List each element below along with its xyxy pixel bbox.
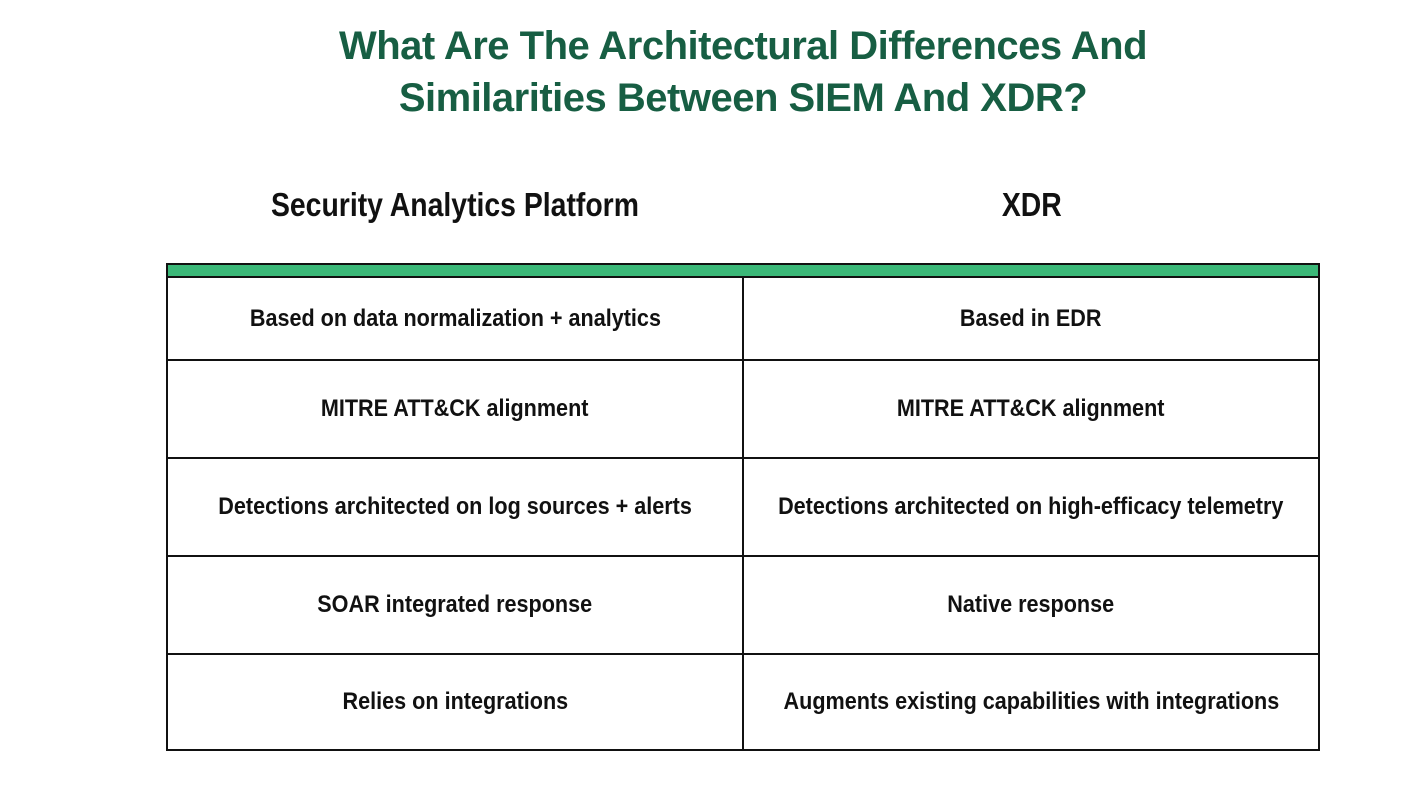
page-title-line2: Similarities Between SIEM And XDR? <box>398 76 1088 120</box>
cell-text: Augments existing capabilities with inte… <box>783 688 1279 715</box>
table-cell-siem-row1: Based on data normalization + analytics <box>168 278 742 359</box>
cell-text: Detections architected on log sources + … <box>218 493 692 520</box>
cell-text: Based on data normalization + analytics <box>249 304 661 332</box>
table-cell-siem-row3: Detections architected on log sources + … <box>168 459 742 555</box>
column-header-security-analytics-platform: Security Analytics Platform <box>166 186 743 224</box>
table-cell-xdr-row5: Augments existing capabilities with inte… <box>744 655 1318 749</box>
table-cell-xdr-row1: Based in EDR <box>744 278 1318 359</box>
column-header-left-label: Security Analytics Platform <box>270 186 639 223</box>
cell-text: Detections architected on high-efficacy … <box>778 493 1284 520</box>
table-cell-xdr-row2: MITRE ATT&CK alignment <box>744 361 1318 457</box>
table-cell-siem-row5: Relies on integrations <box>168 655 742 749</box>
column-header-right-label: XDR <box>1001 186 1062 223</box>
table-cell-xdr-row3: Detections architected on high-efficacy … <box>744 459 1318 555</box>
cell-text: MITRE ATT&CK alignment <box>897 395 1165 422</box>
table-cell-xdr-row4: Native response <box>744 557 1318 653</box>
page-title: What Are The Architectural Differences A… <box>166 20 1320 124</box>
cell-text: Based in EDR <box>960 304 1102 332</box>
table-cell-siem-row2: MITRE ATT&CK alignment <box>168 361 742 457</box>
cell-text: SOAR integrated response <box>317 591 593 618</box>
column-header-xdr: XDR <box>743 186 1320 224</box>
table-cell-siem-row4: SOAR integrated response <box>168 557 742 653</box>
cell-text: Relies on integrations <box>342 688 568 715</box>
cell-text: Native response <box>947 591 1115 618</box>
slide: What Are The Architectural Differences A… <box>166 0 1320 800</box>
cell-text: MITRE ATT&CK alignment <box>321 395 589 422</box>
comparison-table: Based on data normalization + analytics … <box>166 263 1320 751</box>
page-title-line1: What Are The Architectural Differences A… <box>338 24 1148 68</box>
table-grid: Based on data normalization + analytics … <box>168 278 1318 749</box>
green-accent-bar <box>168 265 1318 276</box>
column-headers: Security Analytics Platform XDR <box>166 186 1320 224</box>
